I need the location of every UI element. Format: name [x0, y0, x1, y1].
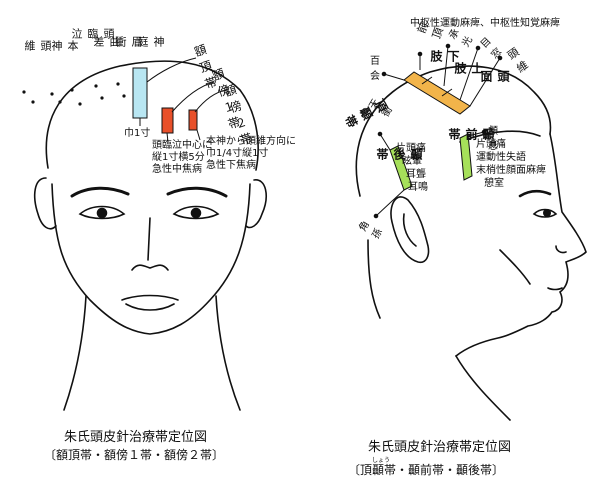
- ant-symptom-1: 片頭痛: [476, 139, 506, 150]
- band-label-temporal-posterior: 顳後帯: [375, 148, 423, 160]
- side-face-figure: [355, 65, 587, 421]
- side-cheek: [499, 249, 531, 285]
- front-iris-left: [96, 207, 108, 219]
- meridian-label-meichong: 眉衝: [114, 36, 143, 47]
- left-caption-sub: 〔額頂帯・額傍１帯・額傍２帯〕: [44, 448, 225, 462]
- post-symptom-1: 片頭痛: [396, 143, 426, 154]
- right-caption-sub-3: 帯・顳前帯・顳後帯〕: [384, 463, 505, 477]
- front-neck-left: [63, 295, 87, 411]
- meridian-label-touwei: 頭維: [23, 40, 52, 51]
- segment-label-head-face: 頭面: [479, 70, 510, 82]
- left-leader-lines: [139, 57, 227, 143]
- meridian-dots: [22, 82, 126, 106]
- right-caption-sub-2: 顳: [372, 463, 385, 477]
- left-caption-title: 朱氏頭皮針治療帯定位図: [64, 430, 208, 445]
- band-temporal-posterior: [389, 145, 413, 191]
- front-nose: [131, 217, 169, 271]
- note-2-line-1: 本神から頭維方向に: [206, 136, 296, 147]
- meridian-label-benshen: 本神: [50, 40, 79, 51]
- meridian-label-shenting: 神庭: [136, 36, 165, 47]
- front-eye-left: [78, 205, 126, 220]
- right-caption-sub-1: 〔頂: [348, 463, 373, 477]
- meridian-label-quchai: 曲差: [92, 36, 121, 47]
- segment-label-lower-limb: 下肢: [429, 50, 460, 62]
- front-mouth: [121, 294, 179, 311]
- measure-label: 巾1寸: [124, 128, 151, 139]
- ant-symptom-4: 憩室: [484, 178, 504, 189]
- front-face-figure: [33, 60, 267, 411]
- right-point-markers: [373, 43, 503, 219]
- band-temporal-anterior: [459, 133, 473, 181]
- segment-label-upper-limb: 上肢: [453, 62, 484, 74]
- front-brow-right: [166, 186, 228, 198]
- band-frontal-vertex: [132, 67, 148, 119]
- side-brow: [518, 189, 552, 198]
- anterior-symptoms: 片頭痛 運動性失語 末梢性顔面麻痺 憩室: [476, 138, 546, 190]
- note-benshen-direction: 本神から頭維方向に 巾1/4寸縦1寸 急性下焦病: [206, 136, 296, 172]
- front-brow-left: [70, 186, 130, 198]
- right-caption-sub: 〔頂顳帯・顳前帯・顳後帯〕: [348, 461, 504, 478]
- front-right-ear: [245, 179, 267, 229]
- post-symptom-3: 耳聾: [406, 169, 426, 180]
- side-mouth: [547, 287, 563, 291]
- note-temporal-center: 頭臨泣中心に 縦1寸横5分 急性中焦病: [152, 140, 212, 176]
- point-label-baihui: 百会: [370, 56, 380, 82]
- band-frontal-side-2: [188, 109, 198, 131]
- band-label-temporal-anterior: 顳前帯: [447, 128, 495, 140]
- note-2-line-2: 巾1/4寸縦1寸: [206, 148, 269, 159]
- right-caption-title: 朱氏頭皮針治療帯定位図: [368, 440, 512, 455]
- right-caption-ruby: しょう: [372, 457, 391, 464]
- side-ear: [390, 196, 430, 264]
- front-neck-right: [215, 295, 241, 411]
- side-iris: [542, 209, 551, 218]
- side-profile: [455, 133, 587, 357]
- note-2-line-3: 急性下焦病: [206, 160, 256, 171]
- front-jawline: [51, 183, 251, 335]
- side-ear-inner: [402, 213, 417, 247]
- front-iris-right: [190, 207, 202, 219]
- band-frontal-side-1: [161, 107, 174, 134]
- band-vertex-temporal: [403, 71, 471, 115]
- band-segment-dividers: [421, 76, 453, 97]
- side-neck-back: [367, 239, 381, 319]
- top-note: 中枢性運動麻痺、中枢性知覚麻痺: [410, 18, 560, 29]
- ant-symptom-3: 末梢性顔面麻痺: [476, 165, 546, 176]
- post-symptom-2: 眩暈: [402, 156, 422, 167]
- front-left-ear: [33, 177, 57, 230]
- side-hairline: [459, 130, 541, 143]
- posterior-symptoms: 片頭痛 眩暈 耳聾 耳鳴: [396, 142, 428, 194]
- point-label-luxi: 顱息: [488, 126, 498, 152]
- note-1-line-1: 頭臨泣中心に: [152, 140, 212, 151]
- front-hairline: [45, 60, 259, 171]
- ant-symptom-2: 運動性失語: [476, 152, 526, 163]
- side-skull: [355, 65, 552, 197]
- note-1-line-3: 急性中焦病: [152, 164, 202, 175]
- post-symptom-4: 耳鳴: [408, 182, 428, 193]
- note-1-line-2: 縦1寸横5分: [152, 152, 205, 163]
- side-neck-front: [455, 355, 511, 421]
- meridian-label-toulinqi: 頭臨泣: [70, 28, 115, 39]
- front-eye-right: [172, 205, 220, 220]
- side-eye: [532, 208, 558, 218]
- side-nostril: [555, 245, 567, 254]
